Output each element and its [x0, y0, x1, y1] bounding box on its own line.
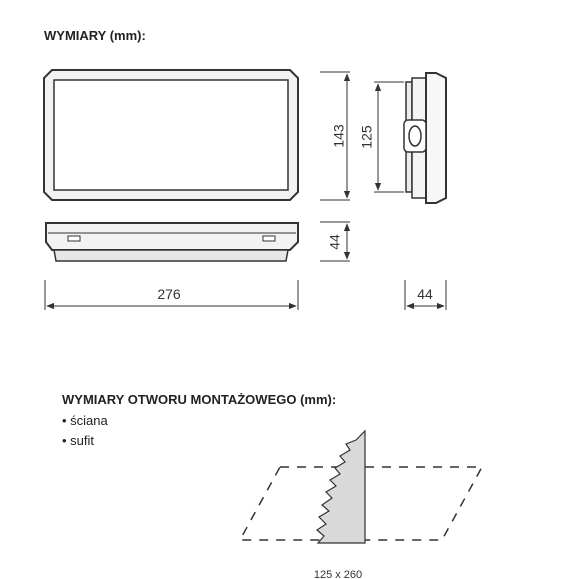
front-diffuser: [53, 79, 289, 191]
bottom-housing: [45, 222, 299, 251]
mounting-options-list: ściana sufit: [62, 411, 108, 451]
dim-width-label: 276: [157, 286, 181, 302]
side-gland-hole: [408, 125, 422, 147]
dim-height-depth-label: 44: [327, 234, 343, 250]
dim-height-outer-label: 143: [331, 124, 347, 148]
dim-height-inner-label: 125: [359, 125, 375, 149]
mounting-option-ceiling: sufit: [62, 431, 108, 451]
dim-depth: 44: [404, 280, 447, 310]
dimensions-title: WYMIARY (mm):: [44, 28, 146, 43]
bottom-view: [45, 222, 299, 262]
mounting-cutout-title: WYMIARY OTWORU MONTAŻOWEGO (mm):: [62, 392, 337, 407]
mounting-option-wall: ściana: [62, 411, 108, 431]
bottom-base-plate: [53, 249, 289, 262]
side-cover: [425, 72, 447, 204]
front-view: [43, 69, 299, 201]
cutout-size-label: 125 x 260: [314, 569, 362, 579]
side-view: [403, 72, 447, 204]
cutout-illustration: 125 x 260: [238, 429, 484, 579]
dim-height-outer: 143: [320, 71, 351, 201]
cutout-wall-section: [316, 429, 366, 544]
dim-height-inner: 125: [359, 81, 404, 193]
dim-depth-label: 44: [417, 286, 433, 302]
cutout-dashed-surface: [238, 466, 484, 541]
bottom-clip-right: [262, 235, 276, 242]
bottom-clip-left: [67, 235, 81, 242]
dim-height-depth: 44: [320, 221, 351, 262]
dim-width: 276: [44, 280, 299, 310]
